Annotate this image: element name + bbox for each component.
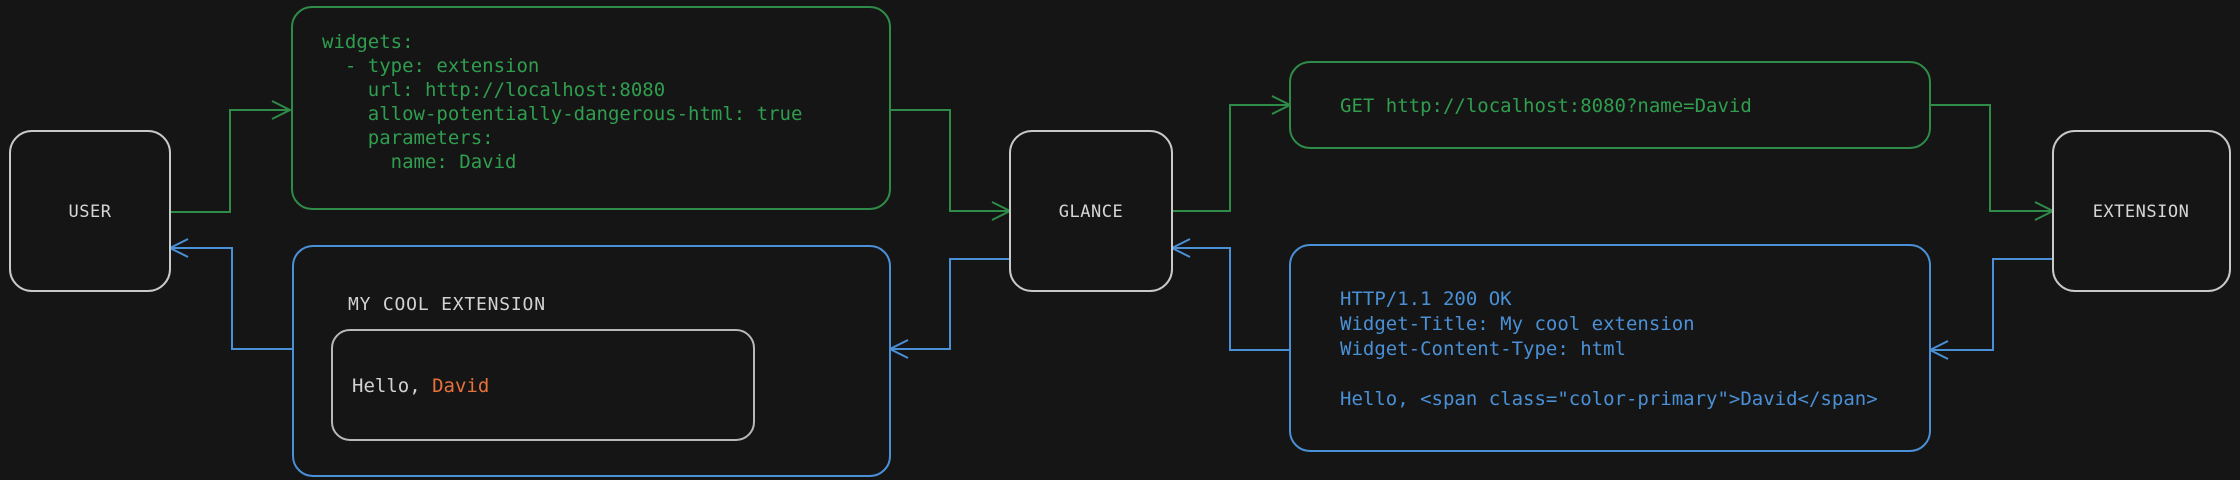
edge-glance-to-widget xyxy=(887,258,1010,359)
http-response-line-2: Widget-Title: My cool extension xyxy=(1340,313,1695,335)
widget-title-label: MY COOL EXTENSION xyxy=(348,294,546,315)
http-response-line-1: HTTP/1.1 200 OK xyxy=(1340,288,1512,310)
edge-extension-to-response xyxy=(1927,258,2053,360)
config-yaml-line-4: allow-potentially-dangerous-html: true xyxy=(322,103,802,125)
node-user-label: USER xyxy=(69,202,112,222)
config-yaml-line-3: url: http://localhost:8080 xyxy=(322,79,665,101)
edge-widget-to-user xyxy=(167,238,293,350)
get-request-box[interactable] xyxy=(1289,61,1931,149)
config-yaml-line-1: widgets: xyxy=(322,31,414,53)
node-extension-box[interactable] xyxy=(2052,130,2231,292)
edge-response-to-glance xyxy=(1169,238,1290,351)
node-glance-label: GLANCE xyxy=(1059,202,1123,222)
config-yaml-line-5: parameters: xyxy=(322,127,494,149)
edge-glance-to-get xyxy=(1172,95,1293,212)
node-user-box[interactable] xyxy=(9,130,171,292)
node-extension[interactable]: EXTENSION xyxy=(2052,130,2231,292)
widget-greeting-prefix: Hello, xyxy=(352,375,432,397)
edge-config-to-glance xyxy=(890,109,1013,221)
config-yaml-box[interactable] xyxy=(291,6,891,210)
node-glance-box[interactable] xyxy=(1009,130,1173,292)
message-rendered-widget[interactable]: MY COOL EXTENSION Hello, David xyxy=(292,245,891,477)
widget-content-frame xyxy=(331,329,755,441)
http-response-box[interactable] xyxy=(1289,244,1931,452)
get-request-line-1: GET http://localhost:8080?name=David xyxy=(1340,95,1752,117)
widget-greeting: Hello, David xyxy=(352,375,489,397)
http-response-line-5: Hello, <span class="color-primary">David… xyxy=(1340,388,1878,410)
message-get-request[interactable]: GET http://localhost:8080?name=David xyxy=(1289,61,1931,149)
config-yaml-line-2: - type: extension xyxy=(322,55,539,77)
widget-greeting-accent: David xyxy=(432,375,489,397)
message-config-yaml[interactable]: widgets: - type: extension url: http://l… xyxy=(291,6,891,210)
message-http-response[interactable]: HTTP/1.1 200 OK Widget-Title: My cool ex… xyxy=(1289,244,1931,452)
config-yaml-line-6: name: David xyxy=(322,151,516,173)
http-response-line-3: Widget-Content-Type: html xyxy=(1340,338,1626,360)
edge-get-to-extension xyxy=(1930,104,2056,221)
node-user[interactable]: USER xyxy=(9,130,171,292)
node-extension-label: EXTENSION xyxy=(2093,202,2190,222)
node-glance[interactable]: GLANCE xyxy=(1009,130,1173,292)
edge-user-to-config xyxy=(170,100,293,213)
